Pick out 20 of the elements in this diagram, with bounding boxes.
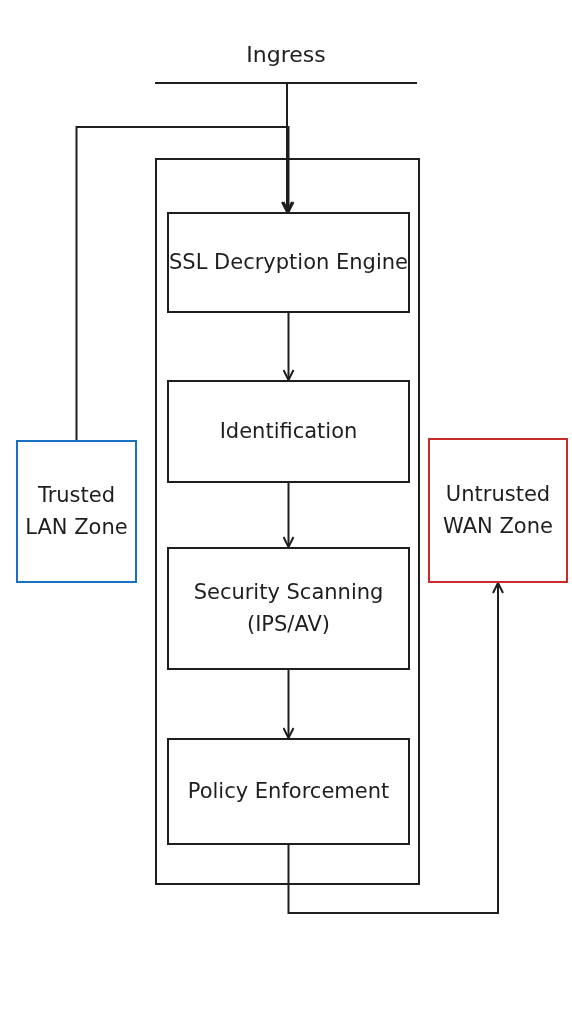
arrow <box>282 312 295 381</box>
node-label: Security Scanning (IPS/AV) <box>192 579 385 638</box>
arrow <box>282 482 295 548</box>
arrow <box>281 83 293 213</box>
arrow <box>75 126 295 441</box>
node-label: Untrusted WAN Zone <box>442 481 554 540</box>
ingress-label: Ingress <box>246 41 326 69</box>
process-box <box>167 212 410 313</box>
node-label: Identification <box>219 417 358 445</box>
node-label: Trusted LAN Zone <box>24 482 129 541</box>
node-label: SSL Decryption Engine <box>169 248 408 276</box>
zone-box <box>428 438 568 583</box>
firewall-container <box>155 158 420 885</box>
zone-box <box>16 440 137 583</box>
process-box <box>167 738 410 845</box>
node-label: Policy Enforcement <box>187 777 390 805</box>
process-box <box>167 380 410 483</box>
process-box <box>167 547 410 670</box>
arrow <box>287 582 504 914</box>
arrow <box>282 669 295 739</box>
